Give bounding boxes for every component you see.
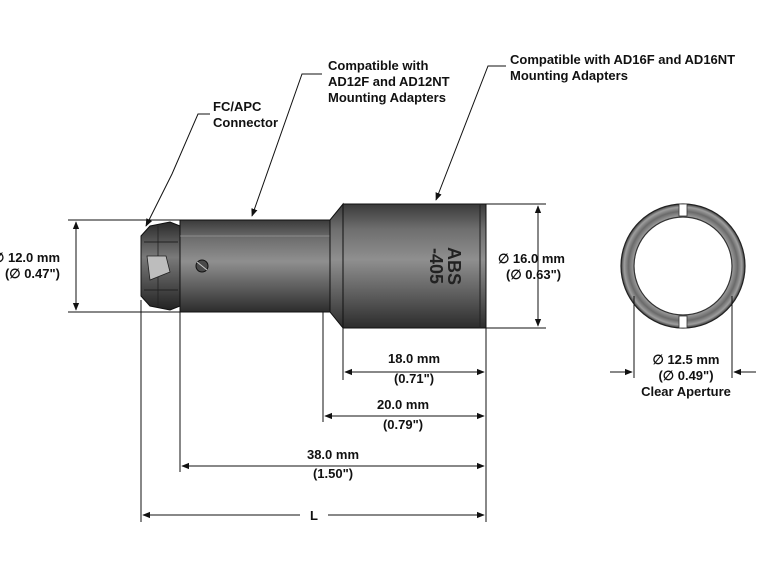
len-18-mm: 18.0 mm [388,351,440,366]
clear-aperture-label: Clear Aperture [641,384,731,399]
len-20-mm: 20.0 mm [377,397,429,412]
dia-large-in: (∅ 0.63") [506,267,561,282]
ad16-callout-line1: Compatible with AD16F and AD16NT [510,52,735,67]
engraving-line1: ABS [444,247,464,285]
ad16-callout-line2: Mounting Adapters [510,68,628,83]
dimension-lines [68,65,756,522]
dia-small-mm: ∅ 12.0 mm [0,250,60,265]
len-18-in: (0.71") [394,371,434,386]
dia-large-mm: ∅ 16.0 mm [498,251,565,266]
collimator-body: ABS -405 [140,202,487,330]
ad12-callout-line1: Compatible with [328,58,428,73]
taper [329,202,344,330]
engraving-line2: -405 [426,248,446,284]
fc-apc-callout-line2: Connector [213,115,278,130]
front-view [620,203,746,329]
fc-apc-callout-line1: FC/APC [213,99,262,114]
len-L: L [310,508,318,523]
len-38-mm: 38.0 mm [307,447,359,462]
clear-aperture-in: (∅ 0.49") [658,368,713,383]
ad12-callout-line2: AD12F and AD12NT [328,74,450,89]
len-20-in: (0.79") [383,417,423,432]
clear-aperture-mm: ∅ 12.5 mm [653,352,720,367]
len-38-in: (1.50") [313,466,353,481]
dia-small-in: (∅ 0.47") [5,266,60,281]
ad12-callout-line3: Mounting Adapters [328,90,446,105]
large-barrel [342,203,487,329]
